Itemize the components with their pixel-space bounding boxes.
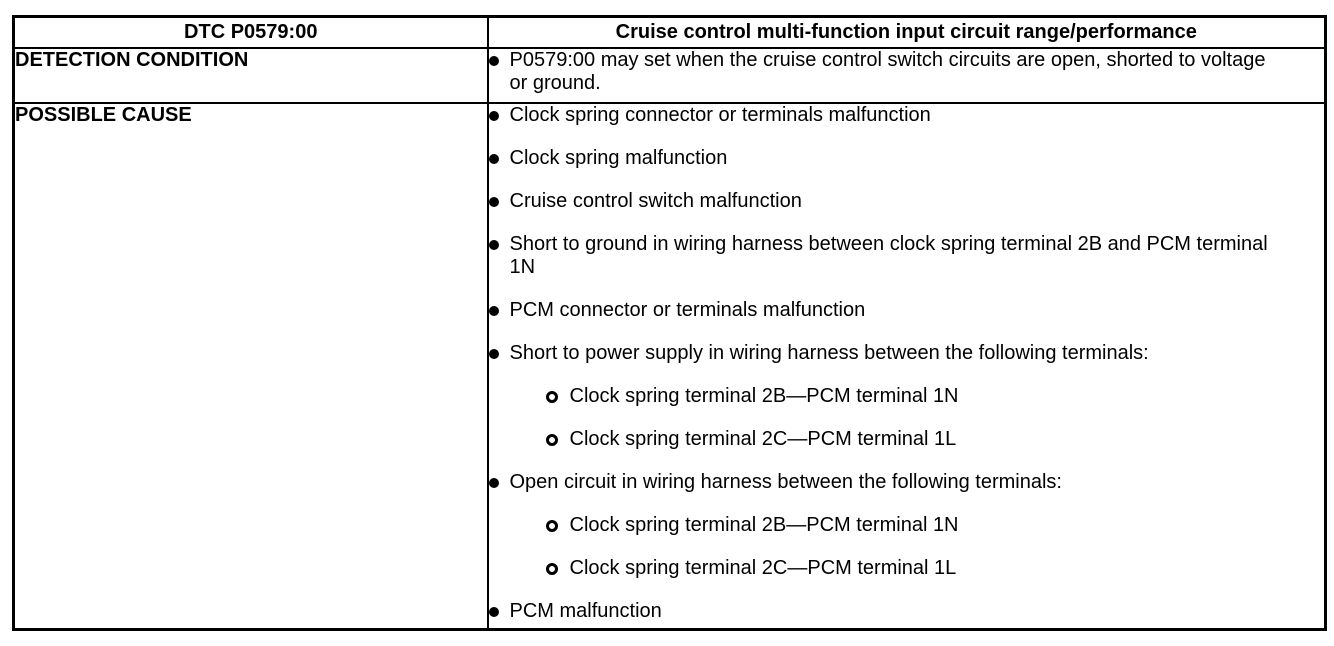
possible-cause-cell: Clock spring connector or terminals malf…	[486, 102, 1327, 631]
bullet-icon	[489, 306, 499, 316]
bullet-icon	[489, 607, 499, 617]
possible-cause-row: POSSIBLE CAUSE Clock spring connector or…	[12, 102, 1327, 631]
list-item-text: Clock spring terminal 2C—PCM terminal 1L	[569, 557, 957, 579]
bullet-icon	[489, 154, 499, 164]
list-item: PCM connector or terminals malfunction	[489, 299, 1324, 322]
list-item: Short to power supply in wiring harness …	[489, 342, 1324, 365]
open-circle-bullet-icon	[545, 391, 558, 403]
list-item: P0579:00 may set when the cruise control…	[489, 49, 1324, 95]
list-item-text: P0579:00 may set when the cruise control…	[509, 49, 1266, 94]
list-item-text: PCM connector or terminals malfunction	[509, 299, 866, 321]
list-item: Clock spring connector or terminals malf…	[489, 104, 1324, 127]
list-item-text: Clock spring terminal 2C—PCM terminal 1L	[569, 428, 957, 450]
bullet-icon	[489, 197, 499, 207]
detection-condition-row: DETECTION CONDITION P0579:00 may set whe…	[12, 47, 1327, 104]
list-item: PCM malfunction	[489, 600, 1324, 623]
list-item: Clock spring malfunction	[489, 147, 1324, 170]
list-item-text: Open circuit in wiring harness between t…	[509, 471, 1063, 493]
list-item-text: Short to ground in wiring harness betwee…	[509, 233, 1268, 278]
list-item-text: Clock spring connector or terminals malf…	[509, 104, 931, 126]
detection-condition-label: DETECTION CONDITION	[12, 47, 489, 104]
bullet-icon	[489, 349, 499, 359]
possible-cause-list: Clock spring connector or terminals malf…	[489, 104, 1324, 623]
bullet-icon	[489, 56, 499, 66]
dtc-code-header: DTC P0579:00	[12, 15, 489, 49]
detection-condition-list: P0579:00 may set when the cruise control…	[489, 49, 1324, 95]
bullet-icon	[489, 478, 499, 488]
dtc-table: DTC P0579:00 Cruise control multi-functi…	[12, 15, 1327, 631]
document-page: DTC P0579:00 Cruise control multi-functi…	[12, 15, 1327, 631]
sub-list-item: Clock spring terminal 2B—PCM terminal 1N	[545, 385, 1324, 408]
bullet-icon	[489, 111, 499, 121]
table-header-row: DTC P0579:00 Cruise control multi-functi…	[12, 15, 1327, 49]
bullet-icon	[489, 240, 499, 250]
open-circle-bullet-icon	[545, 563, 558, 575]
list-item-text: Clock spring malfunction	[509, 147, 728, 169]
list-item: Cruise control switch malfunction	[489, 190, 1324, 213]
open-circle-bullet-icon	[545, 520, 558, 532]
possible-cause-label: POSSIBLE CAUSE	[12, 102, 489, 631]
sub-list-item: Clock spring terminal 2C—PCM terminal 1L	[545, 557, 1324, 580]
list-item-text: Cruise control switch malfunction	[509, 190, 802, 212]
list-item: Open circuit in wiring harness between t…	[489, 471, 1324, 494]
list-item: Short to ground in wiring harness betwee…	[489, 233, 1324, 279]
list-item-text: Clock spring terminal 2B—PCM terminal 1N	[569, 514, 959, 536]
dtc-description-header: Cruise control multi-function input circ…	[486, 15, 1327, 49]
sub-list-item: Clock spring terminal 2C—PCM terminal 1L	[545, 428, 1324, 451]
open-circle-bullet-icon	[545, 434, 558, 446]
list-item-text: PCM malfunction	[509, 600, 662, 622]
list-item-text: Short to power supply in wiring harness …	[509, 342, 1149, 364]
list-item-text: Clock spring terminal 2B—PCM terminal 1N	[569, 385, 959, 407]
detection-condition-cell: P0579:00 may set when the cruise control…	[486, 47, 1327, 104]
sub-list-item: Clock spring terminal 2B—PCM terminal 1N	[545, 514, 1324, 537]
